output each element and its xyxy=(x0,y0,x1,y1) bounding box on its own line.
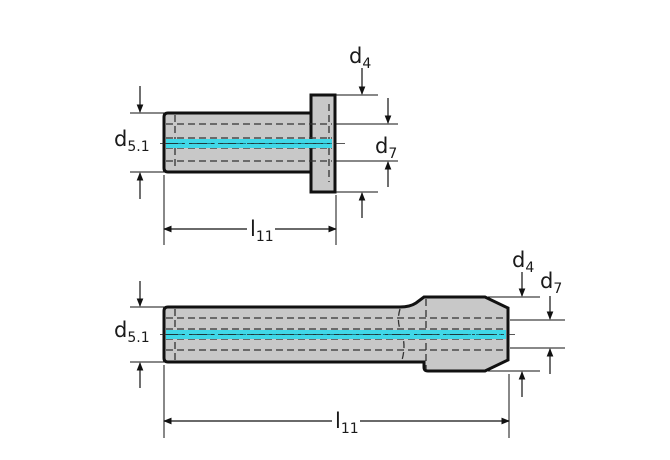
top-label-d7: d7 xyxy=(375,134,397,162)
bottom-dimension-arrows xyxy=(136,272,554,425)
bottom-label-l11: l11 xyxy=(335,409,359,437)
bottom-label-d51: d5.1 xyxy=(114,318,150,346)
top-dimension-arrows xyxy=(136,68,392,233)
top-label-d4: d4 xyxy=(349,44,371,72)
bottom-label-d7: d7 xyxy=(540,269,562,297)
top-label-d51: d5.1 xyxy=(114,127,150,155)
bottom-extension-lines xyxy=(130,296,565,438)
bottom-label-d4: d4 xyxy=(512,248,534,276)
top-view: d4 d5.1 d7 l11 xyxy=(114,44,398,245)
bottom-view: d4 d7 d5.1 l11 xyxy=(114,248,565,438)
top-label-l11: l11 xyxy=(250,217,274,245)
top-extension-lines xyxy=(130,94,398,245)
